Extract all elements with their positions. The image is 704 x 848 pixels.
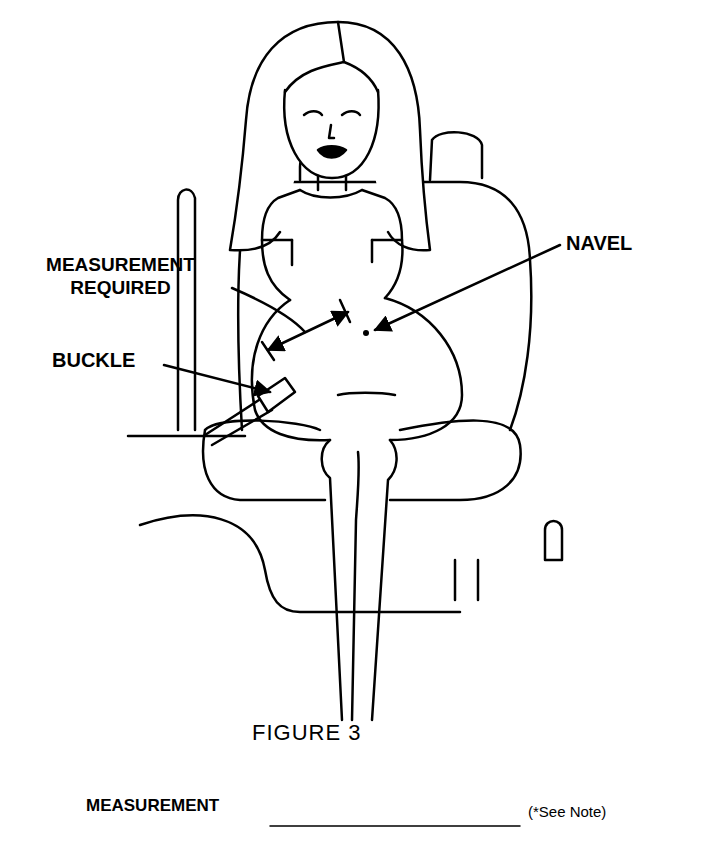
- leader-line: [164, 365, 270, 392]
- callout-label: NAVEL: [566, 231, 632, 255]
- legs: [322, 440, 397, 720]
- seat-cushion: [203, 421, 521, 500]
- seat-leg: [455, 560, 478, 600]
- left-sleeve: [262, 190, 300, 240]
- knob: [545, 521, 562, 560]
- form-field-label: MEASUREMENT: [86, 796, 219, 816]
- left-arm: [262, 240, 292, 300]
- mouth: [318, 146, 346, 157]
- skirt-fold: [338, 393, 395, 395]
- leader-line: [232, 288, 305, 332]
- headrest: [430, 132, 482, 180]
- dimension-line: [268, 312, 348, 350]
- figure-title: FIGURE 3: [252, 720, 361, 746]
- belt-strap: [205, 398, 272, 445]
- nose: [329, 125, 334, 138]
- car-body-line: [140, 515, 460, 612]
- right-sleeve: [362, 190, 402, 240]
- note-ref: (*See Note): [528, 803, 606, 821]
- skirt: [252, 298, 462, 440]
- answer-line: [270, 825, 520, 827]
- navel-dot: [363, 330, 369, 336]
- collar: [300, 190, 362, 198]
- right-arm: [372, 240, 402, 298]
- callout-label: MEASUREMENT REQUIRED: [8, 254, 233, 300]
- buckle-symbol: [258, 378, 295, 412]
- leader-line: [375, 245, 560, 330]
- face: [284, 90, 378, 178]
- eyes: [304, 111, 360, 115]
- callout-label: BUCKLE: [52, 348, 135, 372]
- hair: [230, 22, 430, 250]
- hairline: [285, 62, 378, 92]
- door-panel: [178, 190, 195, 430]
- hair-part: [338, 22, 344, 62]
- neck: [318, 176, 346, 190]
